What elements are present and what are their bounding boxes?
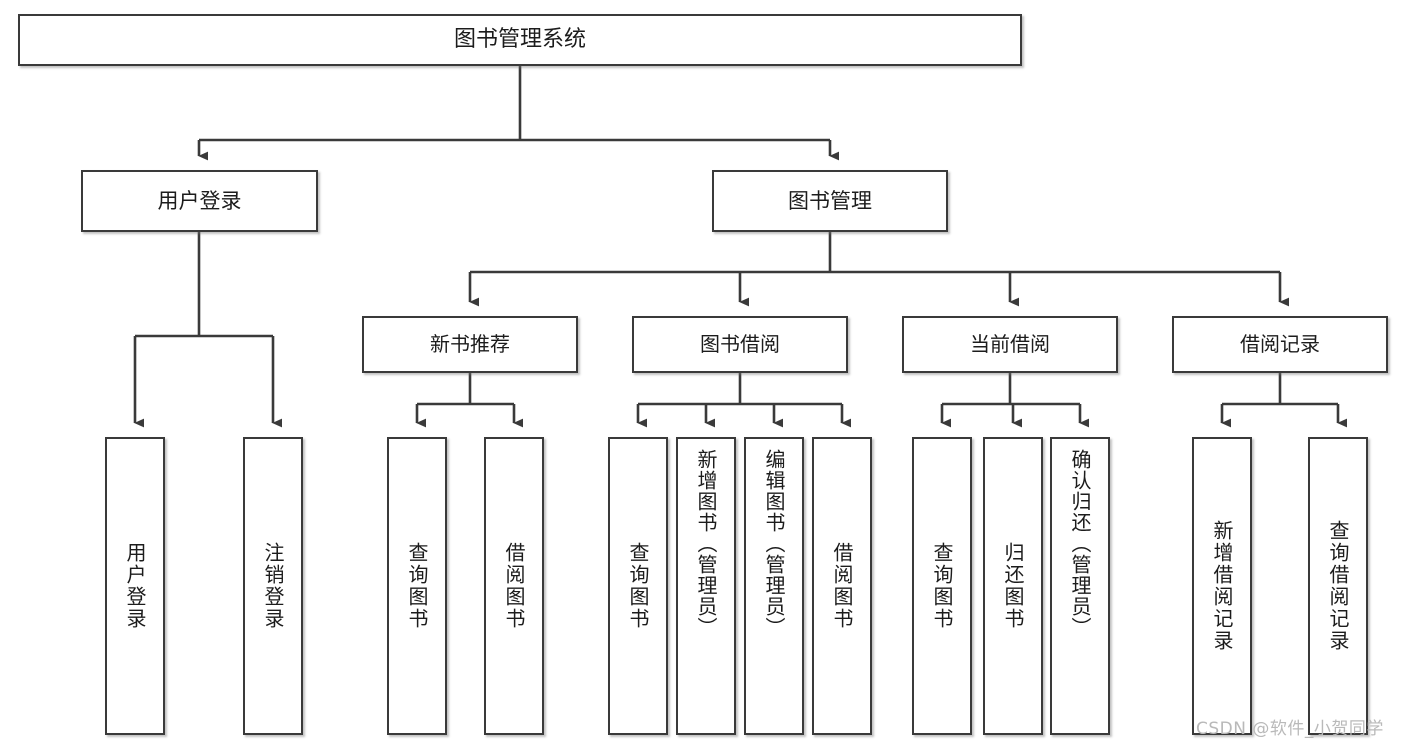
- node-new-book-recommend-label: 新书推荐: [430, 331, 510, 356]
- node-leaf-borrow-book-recommend-label: 借阅图书: [502, 542, 526, 630]
- node-leaf-add-book-admin[interactable]: 新增图书（管理员）: [676, 437, 736, 735]
- node-leaf-add-book-admin-label: 新增图书（管理员）: [694, 449, 718, 638]
- node-leaf-borrow-book-recommend[interactable]: 借阅图书: [484, 437, 544, 735]
- node-leaf-return-book-label: 归还图书: [1001, 542, 1025, 630]
- node-leaf-borrow-book-label: 借阅图书: [830, 542, 854, 630]
- node-borrow-record[interactable]: 借阅记录: [1172, 316, 1388, 373]
- node-leaf-add-borrow-record-label: 新增借阅记录: [1210, 520, 1234, 652]
- node-book-manage[interactable]: 图书管理: [712, 170, 948, 232]
- node-leaf-query-book-current[interactable]: 查询图书: [912, 437, 972, 735]
- node-book-borrow[interactable]: 图书借阅: [632, 316, 848, 373]
- node-leaf-confirm-return-admin[interactable]: 确认归还（管理员）: [1050, 437, 1110, 735]
- node-book-borrow-label: 图书借阅: [700, 331, 780, 356]
- node-book-manage-label: 图书管理: [788, 188, 872, 213]
- node-leaf-confirm-return-admin-label: 确认归还（管理员）: [1068, 449, 1092, 638]
- node-leaf-query-book-recommend-label: 查询图书: [405, 542, 429, 630]
- node-leaf-edit-book-admin-label: 编辑图书（管理员）: [762, 449, 786, 638]
- node-leaf-edit-book-admin[interactable]: 编辑图书（管理员）: [744, 437, 804, 735]
- node-current-borrow-label: 当前借阅: [970, 331, 1050, 356]
- node-user-login-label: 用户登录: [157, 188, 242, 213]
- node-leaf-query-book-borrow-label: 查询图书: [626, 542, 650, 630]
- node-leaf-logout[interactable]: 注销登录: [243, 437, 303, 735]
- node-user-login[interactable]: 用户登录: [81, 170, 318, 232]
- node-new-book-recommend[interactable]: 新书推荐: [362, 316, 578, 373]
- node-borrow-record-label: 借阅记录: [1240, 331, 1320, 356]
- node-root-label: 图书管理系统: [453, 27, 586, 53]
- node-leaf-query-borrow-record[interactable]: 查询借阅记录: [1308, 437, 1368, 735]
- node-leaf-return-book[interactable]: 归还图书: [983, 437, 1043, 735]
- node-leaf-query-borrow-record-label: 查询借阅记录: [1326, 520, 1350, 652]
- node-leaf-user-login[interactable]: 用户登录: [105, 437, 165, 735]
- node-leaf-query-book-recommend[interactable]: 查询图书: [387, 437, 447, 735]
- node-leaf-query-book-current-label: 查询图书: [930, 542, 954, 630]
- node-leaf-query-book-borrow[interactable]: 查询图书: [608, 437, 668, 735]
- node-leaf-add-borrow-record[interactable]: 新增借阅记录: [1192, 437, 1252, 735]
- node-root-system[interactable]: 图书管理系统: [18, 14, 1022, 66]
- csdn-watermark: CSDN @软件_小贺同学: [1196, 719, 1384, 739]
- node-current-borrow[interactable]: 当前借阅: [902, 316, 1118, 373]
- node-leaf-borrow-book[interactable]: 借阅图书: [812, 437, 872, 735]
- node-leaf-logout-label: 注销登录: [261, 542, 285, 630]
- node-leaf-user-login-label: 用户登录: [123, 542, 147, 630]
